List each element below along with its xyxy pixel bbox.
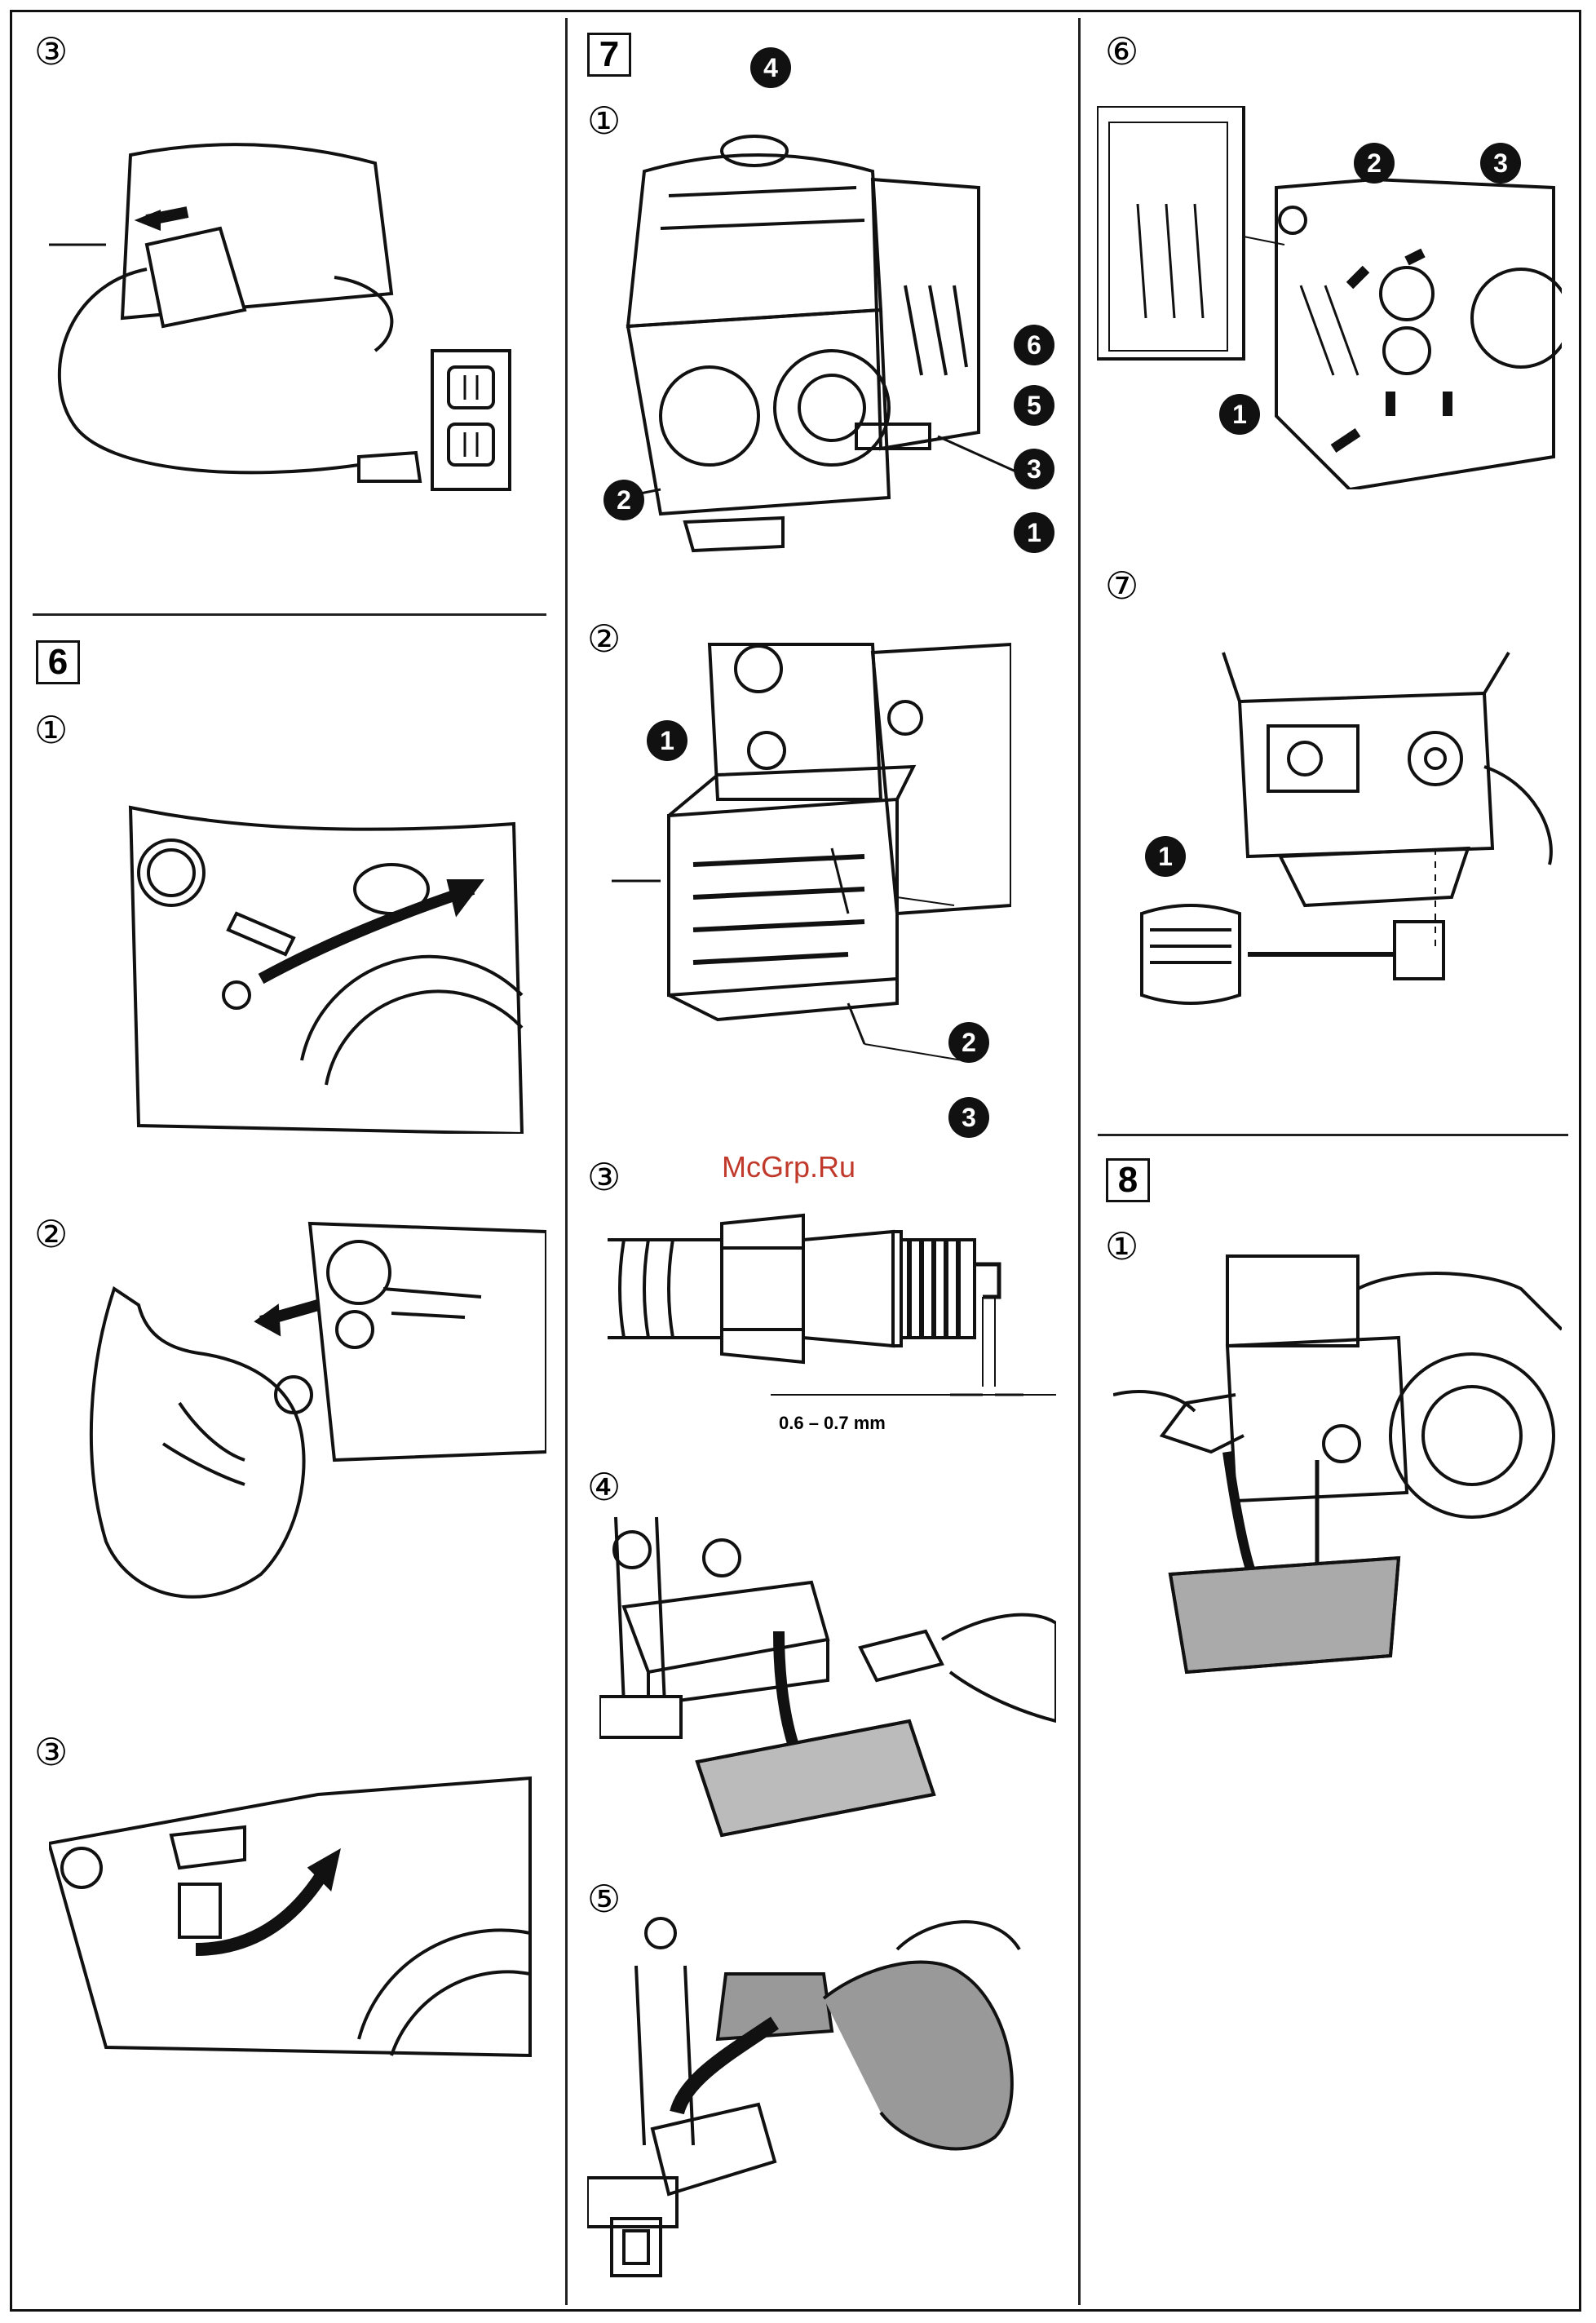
- step-6-label: ⑥: [1105, 33, 1138, 70]
- step-7-label: ⑦: [1105, 567, 1138, 604]
- section-number-6: 6: [36, 640, 80, 684]
- oil-funnel-illustration: [587, 1900, 1044, 2292]
- callout-6: 6: [1014, 325, 1054, 365]
- callout-3: 3: [948, 1097, 989, 1138]
- callout-5: 5: [1014, 385, 1054, 426]
- carburetor-drain-illustration: [1113, 1248, 1562, 1697]
- fuel-drain-tray-illustration: [599, 1501, 1056, 1860]
- column-divider-right: [1078, 18, 1081, 2305]
- callout-1: 1: [1219, 394, 1260, 435]
- spark-plug-gap-label: 0.6 – 0.7 mm: [779, 1413, 886, 1434]
- choke-lever-illustration: [122, 791, 530, 1134]
- callout-2: 2: [603, 480, 644, 520]
- step-label-top-left: ③: [34, 33, 68, 70]
- section-number-7: 7: [587, 33, 631, 77]
- callout-2: 2: [1354, 143, 1395, 184]
- fuel-cup-illustration: [1125, 636, 1566, 1044]
- callout-4: 4: [750, 47, 791, 88]
- section-number-8: 8: [1106, 1158, 1150, 1202]
- section7-step-3-label: ③: [587, 1158, 621, 1196]
- engine-overview-illustration: [595, 106, 1019, 563]
- section6-step-1-label: ①: [34, 711, 68, 749]
- column-divider-left: [565, 18, 568, 2305]
- cover-removal-illustration: [603, 636, 1011, 1093]
- callout-2: 2: [948, 1022, 989, 1063]
- section-divider-left: [33, 613, 546, 616]
- callout-3: 3: [1480, 143, 1521, 184]
- section-divider-right: [1098, 1134, 1568, 1136]
- power-plug-illustration: [49, 131, 522, 506]
- choke-return-illustration: [49, 1746, 538, 2072]
- callout-3: 3: [1014, 449, 1054, 489]
- watermark-text: McGrp.Ru: [722, 1150, 855, 1184]
- primer-bulb-hand-illustration: [57, 1215, 546, 1623]
- callout-1: 1: [647, 720, 687, 761]
- callout-1: 1: [1145, 836, 1186, 877]
- callout-1: 1: [1014, 512, 1054, 553]
